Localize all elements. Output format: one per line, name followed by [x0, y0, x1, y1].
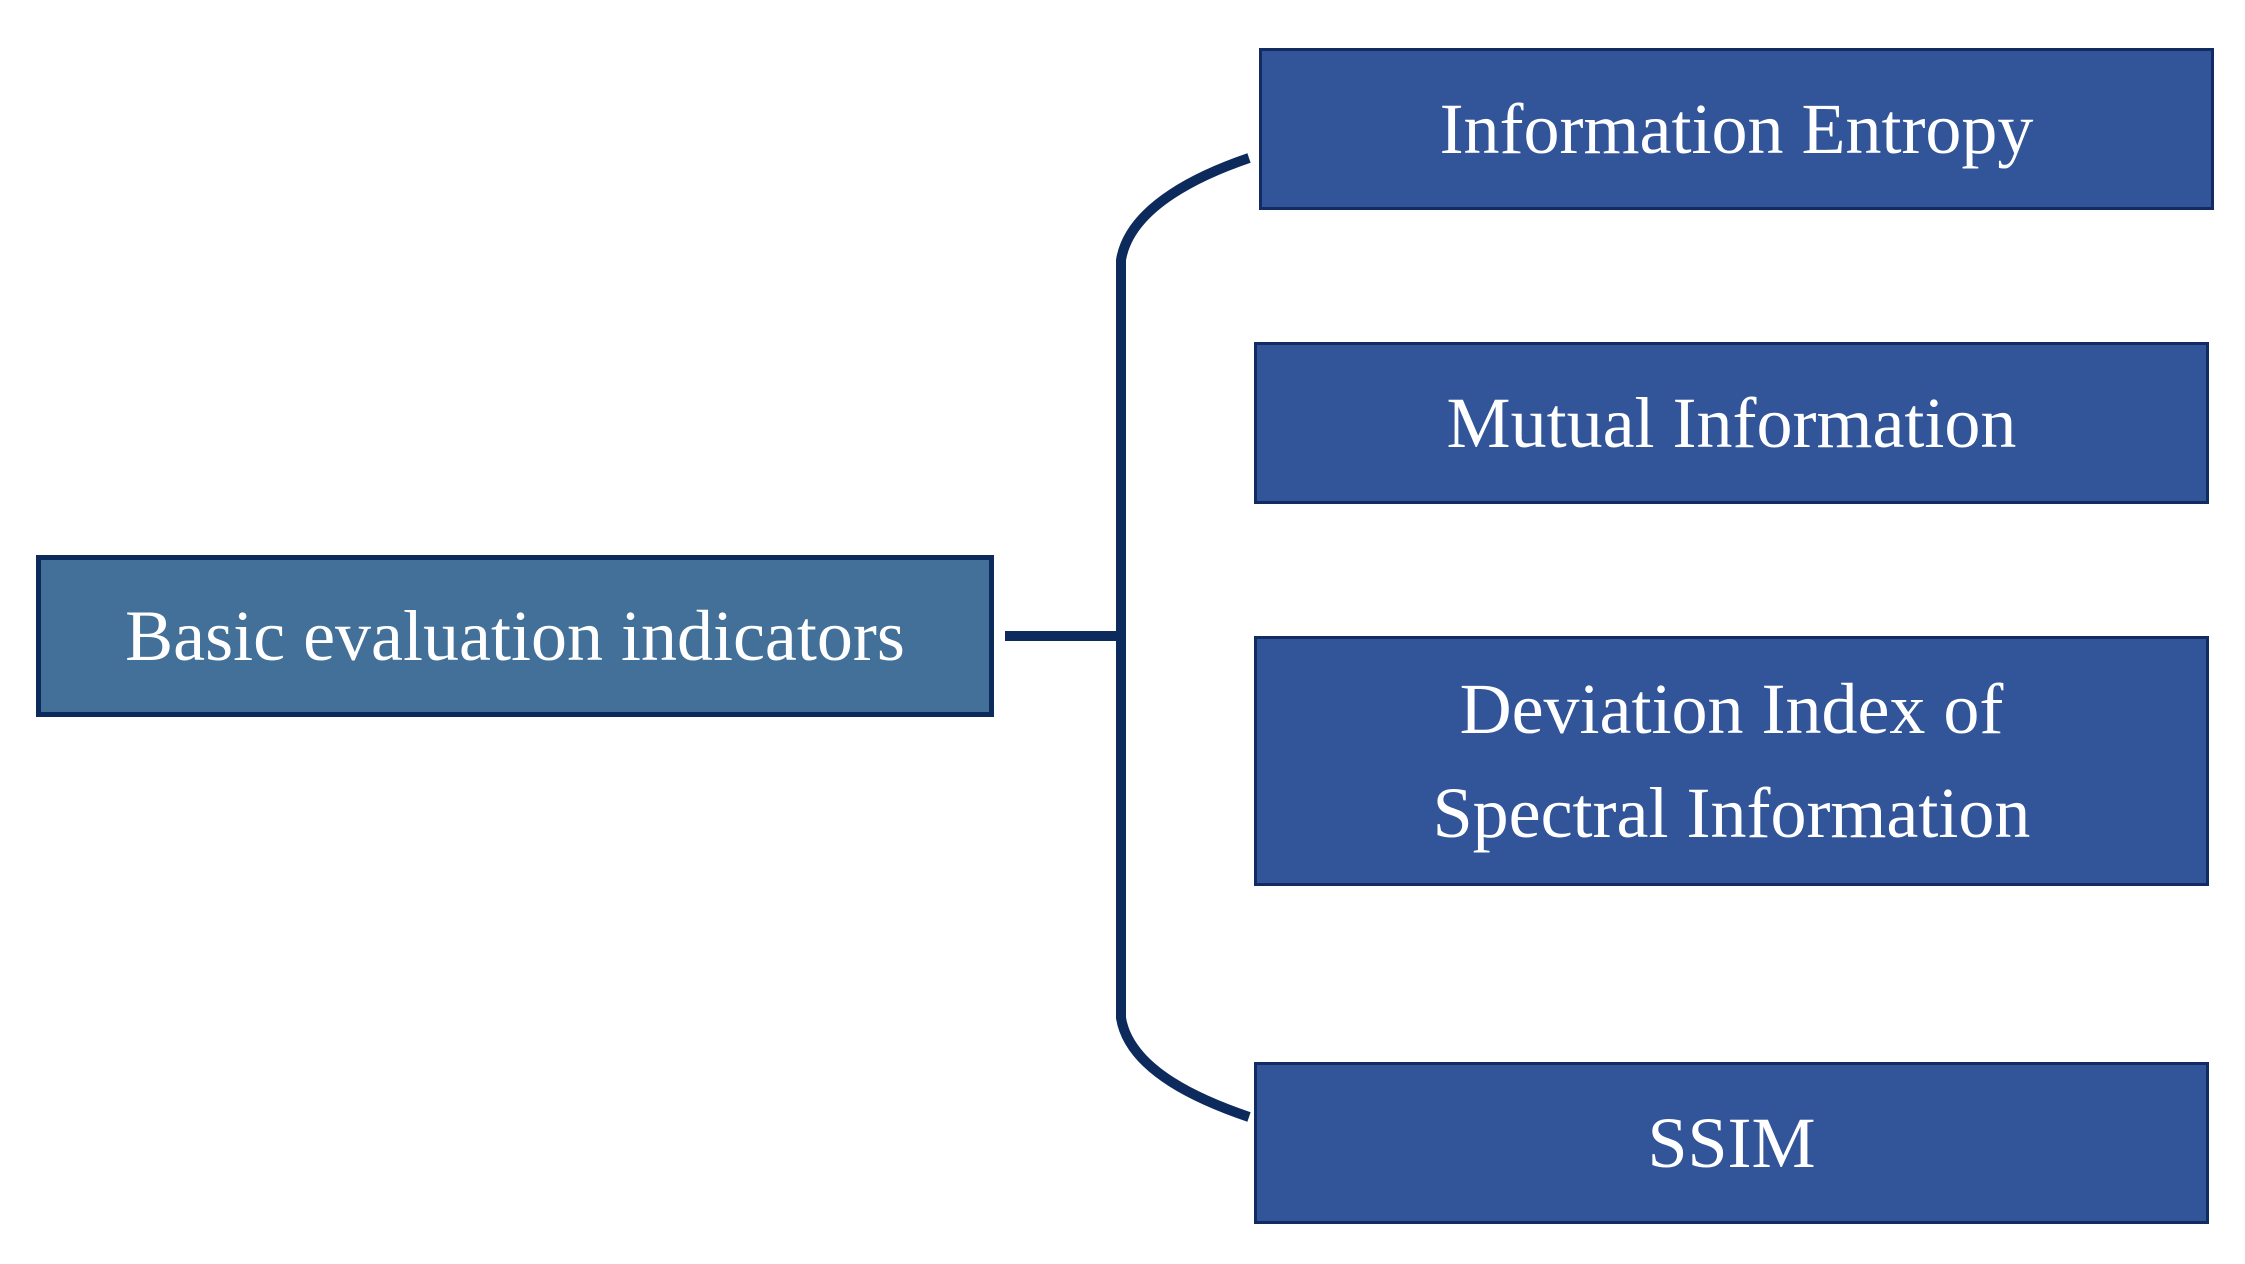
bracket-path: [1116, 153, 1251, 1122]
node-mutual-information: Mutual Information: [1254, 342, 2209, 504]
root-node: Basic evaluation indicators: [36, 555, 994, 717]
node-label-information-entropy: Information Entropy: [1439, 88, 2034, 169]
node-label-ssim: SSIM: [1647, 1102, 1816, 1183]
root-node-label: Basic evaluation indicators: [125, 595, 905, 676]
node-deviation-index: Deviation Index of Spectral Information: [1254, 636, 2209, 886]
node-ssim: SSIM: [1254, 1062, 2209, 1224]
node-label-mutual-information: Mutual Information: [1446, 382, 2017, 463]
node-label-deviation-index: Deviation Index of Spectral Information: [1432, 668, 2031, 853]
node-information-entropy: Information Entropy: [1259, 48, 2214, 210]
